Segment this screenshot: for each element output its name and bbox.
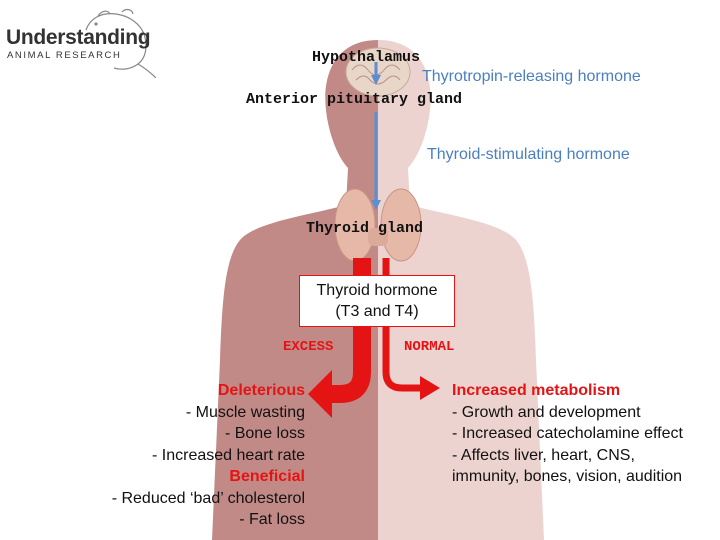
excess-effects: Deleterious - Muscle wasting - Bone loss… bbox=[40, 380, 305, 531]
deleterious-item: - Muscle wasting bbox=[185, 403, 305, 421]
beneficial-heading: Beneficial bbox=[229, 468, 305, 485]
thyroid-hormone-label: Thyroid hormone bbox=[316, 282, 438, 299]
normal-arrow bbox=[382, 258, 440, 400]
excess-arrow bbox=[308, 258, 371, 418]
normal-effects: Increased metabolism - Growth and develo… bbox=[452, 380, 718, 488]
metabolism-item: - Affects liver, heart, CNS, bbox=[452, 446, 635, 464]
thyroid-gland-label: Thyroid gland bbox=[306, 220, 424, 237]
metabolism-item: - Increased catecholamine effect bbox=[452, 425, 683, 442]
deleterious-item: - Bone loss bbox=[224, 425, 305, 442]
metabolism-heading: Increased metabolism bbox=[452, 382, 621, 399]
deleterious-item: - Increased heart rate bbox=[152, 446, 305, 464]
normal-label: NORMAL bbox=[404, 339, 455, 355]
thyroid-gland-icon bbox=[334, 188, 422, 262]
hypothalamus-label: Hypothalamus bbox=[312, 49, 421, 66]
deleterious-heading: Deleterious bbox=[217, 382, 305, 399]
trh-label: Thyrotropin-releasing hormone bbox=[422, 68, 641, 85]
tsh-label: Thyroid-stimulating hormone bbox=[427, 146, 630, 163]
human-silhouette bbox=[212, 40, 544, 540]
logo-subtitle: ANIMAL RESEARCH bbox=[7, 50, 122, 61]
thyroid-hormone-box: Thyroid hormone (T3 and T4) bbox=[299, 275, 455, 327]
metabolism-item: immunity, bones, vision, audition bbox=[452, 468, 683, 485]
beneficial-item: - Reduced ‘bad’ cholesterol bbox=[111, 489, 305, 507]
logo: Understanding ANIMAL RESEARCH bbox=[6, 6, 156, 78]
beneficial-item: - Fat loss bbox=[239, 511, 305, 528]
metabolism-item: - Growth and development bbox=[452, 403, 641, 421]
rat-outline-icon bbox=[85, 8, 156, 78]
excess-label: EXCESS bbox=[283, 339, 334, 355]
t3-t4-label: (T3 and T4) bbox=[335, 303, 419, 320]
logo-wordmark: Understanding bbox=[6, 26, 151, 49]
pituitary-label: Anterior pituitary gland bbox=[246, 91, 463, 108]
